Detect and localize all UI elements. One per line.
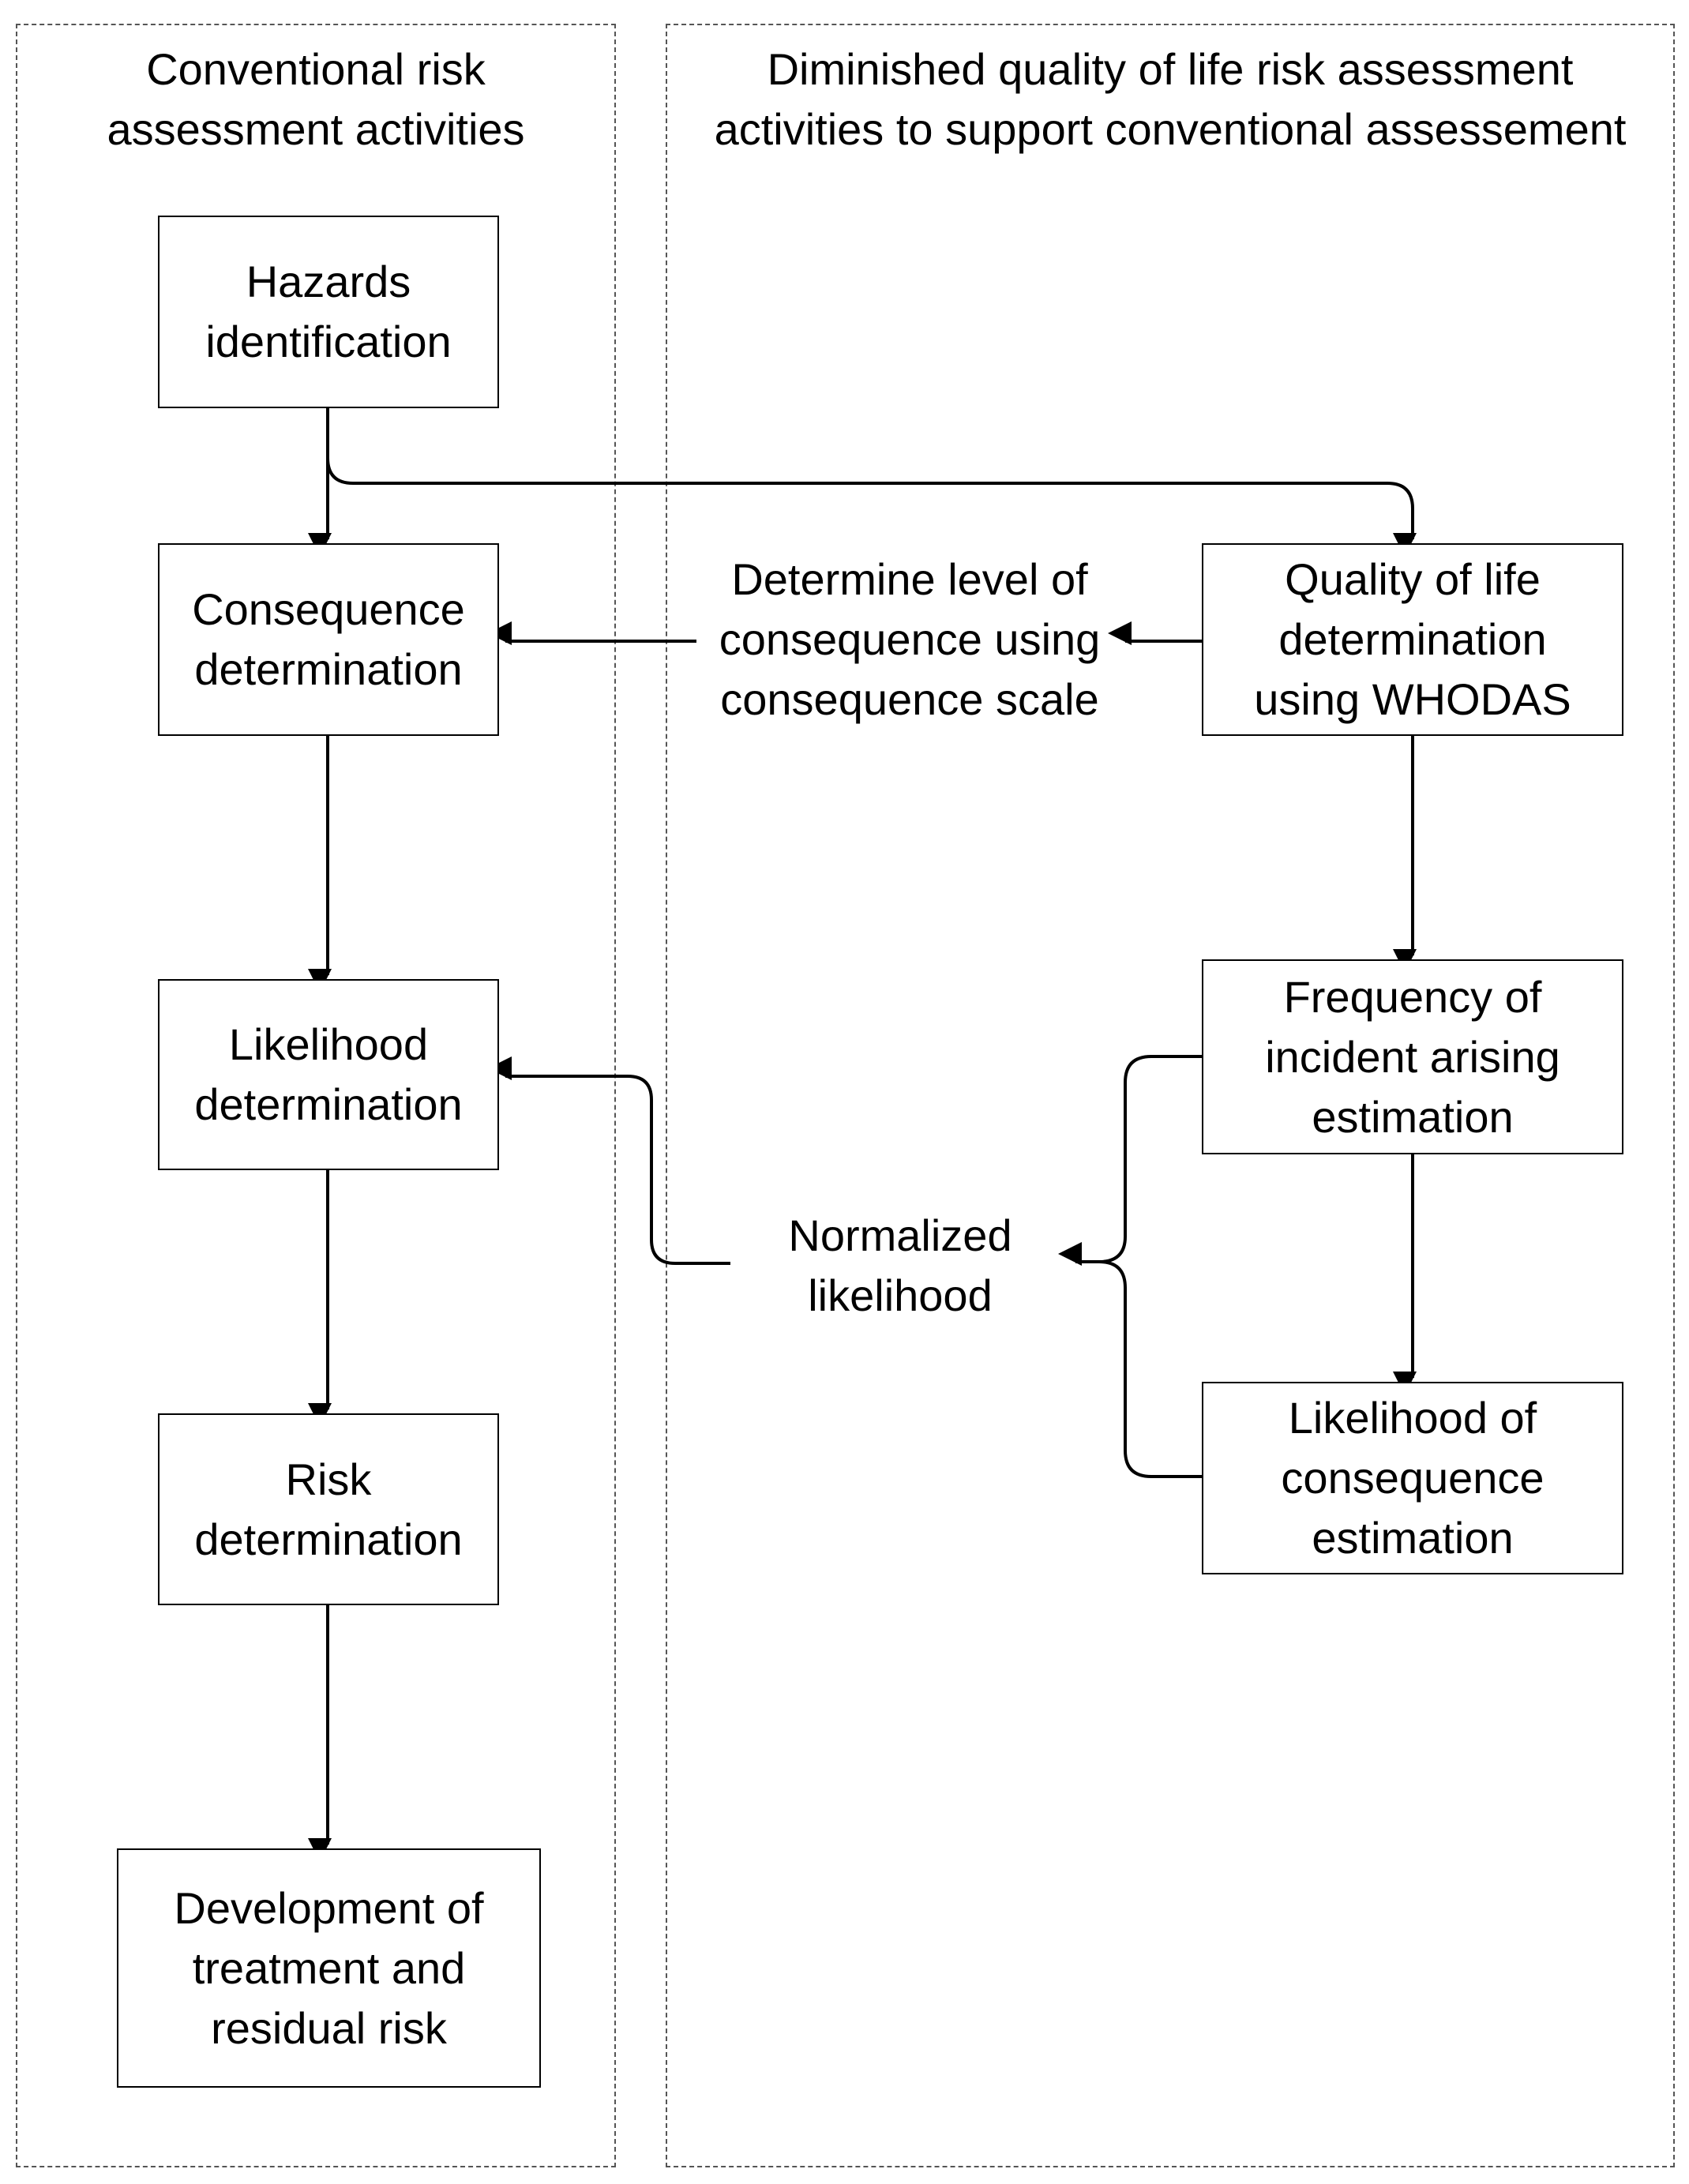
risk-determination-text: Risk determination — [194, 1454, 463, 1564]
normalized-likelihood-label: Normalized likelihood — [788, 1210, 1012, 1320]
determine-level-label: Determine level of consequence using con… — [719, 554, 1101, 724]
treatment-development-box: Development of treatment and residual ri… — [117, 1848, 541, 2088]
quality-of-life-box: Quality of life determination using WHOD… — [1202, 543, 1623, 736]
risk-determination-box: Risk determination — [158, 1413, 499, 1605]
quality-of-life-text: Quality of life determination using WHOD… — [1254, 554, 1571, 724]
likelihood-consequence-box: Likelihood of consequence estimation — [1202, 1382, 1623, 1574]
treatment-development-text: Development of treatment and residual ri… — [174, 1882, 484, 2053]
consequence-determination-box: Consequence determination — [158, 543, 499, 736]
quality-of-life-panel-title: Diminished quality of life risk assessme… — [714, 44, 1627, 154]
hazards-identification-text: Hazards identification — [205, 257, 452, 366]
quality-of-life-panel — [666, 24, 1675, 2167]
frequency-estimation-text: Frequency of incident arising estimation — [1265, 971, 1560, 1142]
hazards-identification-box: Hazards identification — [158, 216, 499, 408]
conventional-panel-title: Conventional risk assessment activities — [107, 44, 525, 154]
arrow-normalized-to-likelihood — [488, 1056, 730, 1265]
consequence-determination-text: Consequence determination — [192, 584, 465, 694]
conventional-panel — [16, 24, 616, 2167]
bracket-frequency-branch — [1098, 1055, 1202, 1263]
frequency-estimation-box: Frequency of incident arising estimation — [1202, 959, 1623, 1154]
likelihood-determination-text: Likelihood determination — [194, 1019, 463, 1129]
arrow-hazards-to-quality — [326, 408, 1417, 557]
bracket-likelihood-branch — [1098, 1260, 1202, 1478]
likelihood-determination-box: Likelihood determination — [158, 979, 499, 1170]
likelihood-consequence-text: Likelihood of consequence estimation — [1281, 1393, 1544, 1563]
